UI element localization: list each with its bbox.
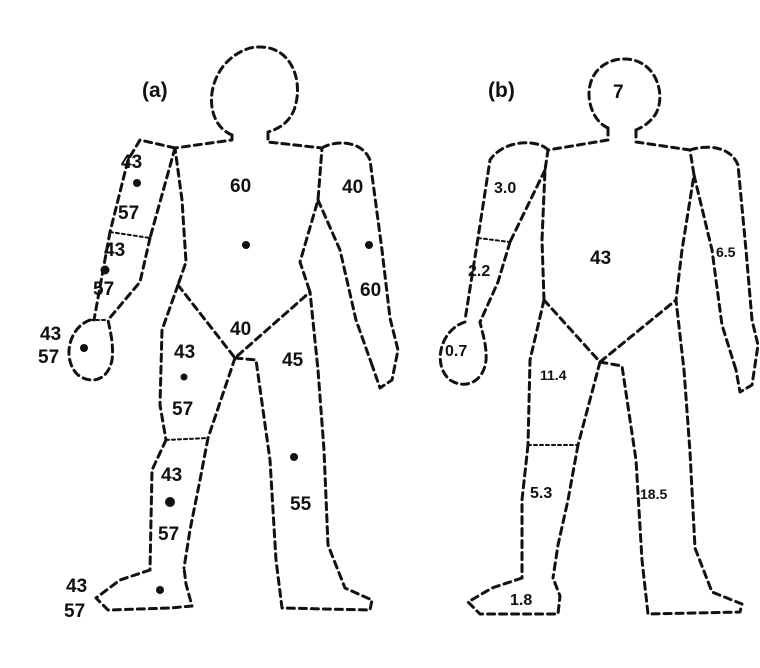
figure-b-torso bbox=[542, 128, 694, 300]
figure-a-hand-front-label: 43 bbox=[40, 324, 61, 345]
figure-b-whole-leg bbox=[600, 300, 742, 614]
figure-a-left-leg-dot bbox=[290, 453, 298, 461]
figure-a-knee-line bbox=[166, 438, 208, 440]
figure-b-whole-arm bbox=[690, 147, 758, 392]
figure-a-hand-back-label: 57 bbox=[38, 347, 59, 368]
figure-a-left-leg-front-label: 45 bbox=[282, 350, 304, 371]
figure-a-forearm-front-label: 43 bbox=[104, 240, 125, 261]
figure-a-left-arm-back-label: 60 bbox=[360, 280, 381, 301]
figure-b-whole-arm-label: 6.5 bbox=[716, 244, 736, 260]
figure-b-trunk-label: 43 bbox=[590, 248, 611, 269]
figure-b-title: (b) bbox=[488, 79, 515, 102]
figure-a-head bbox=[211, 47, 297, 135]
figure-b-lower-leg-label: 5.3 bbox=[530, 485, 552, 502]
figure-a-upper-arm-dot bbox=[133, 179, 141, 187]
figure-a-hand-dot bbox=[80, 344, 88, 352]
figure-a-upper-arm-front-label: 43 bbox=[121, 152, 142, 173]
figure-a-elbow-line bbox=[110, 232, 150, 238]
figure-a-right-calf bbox=[150, 438, 208, 570]
figure-b-foot-label: 1.8 bbox=[510, 592, 532, 609]
figure-a-left-arm-front-label: 40 bbox=[342, 177, 363, 198]
figure-a-foot-front-label: 43 bbox=[66, 576, 87, 597]
figure-b-thigh-label: 11.4 bbox=[540, 367, 567, 383]
figure-a-torso-front-label: 60 bbox=[230, 176, 251, 197]
figure-a-left-arm-dot bbox=[365, 241, 373, 249]
figure-a-right-hand bbox=[69, 320, 113, 380]
figure-b-forearm-label: 2.2 bbox=[468, 263, 490, 280]
figure-a-calf-dot bbox=[165, 497, 175, 507]
figure-a-upper-arm-back-label: 57 bbox=[118, 203, 139, 224]
figure-a-title: (a) bbox=[142, 79, 168, 102]
figure-a-torso bbox=[175, 132, 322, 292]
figure-a-calf-back-label: 57 bbox=[158, 524, 179, 545]
figure-a-left-leg-back-label: 55 bbox=[290, 494, 312, 515]
figure-a-torso-dot bbox=[242, 241, 250, 249]
figure-b-pelvis bbox=[544, 300, 676, 362]
figure-b-forearm bbox=[465, 238, 510, 322]
figure-b: (b) 7 43 3.0 2.2 0.7 6.5 11.4 5.3 18.5 1… bbox=[440, 59, 758, 614]
figure-b-upper-arm-label: 3.0 bbox=[494, 180, 516, 197]
figure-a-calf-front-label: 43 bbox=[161, 465, 182, 486]
figure-b-head bbox=[589, 59, 660, 130]
figure-a-foot-dot bbox=[156, 586, 164, 594]
figure-a-torso-back-label: 40 bbox=[230, 319, 251, 340]
figure-b-elbow-line bbox=[478, 238, 510, 242]
figure-a-forearm-dot bbox=[101, 266, 110, 275]
figure-b-whole-leg-label: 18.5 bbox=[640, 486, 667, 502]
figure-a: (a) 60 40 43 57 43 57 43 57 40 60 43 57 … bbox=[38, 47, 398, 622]
figure-b-lower-leg bbox=[522, 445, 578, 578]
figure-a-thigh-dot bbox=[181, 374, 188, 381]
figure-b-head-label: 7 bbox=[613, 82, 624, 103]
figure-a-thigh-front-label: 43 bbox=[174, 342, 195, 363]
figure-a-thigh-back-label: 57 bbox=[172, 399, 193, 420]
figure-a-forearm-back-label: 57 bbox=[93, 279, 114, 300]
figure-a-foot-back-label: 57 bbox=[64, 601, 85, 622]
figure-b-hand-label: 0.7 bbox=[445, 343, 467, 360]
figure-a-right-foot bbox=[96, 568, 192, 610]
